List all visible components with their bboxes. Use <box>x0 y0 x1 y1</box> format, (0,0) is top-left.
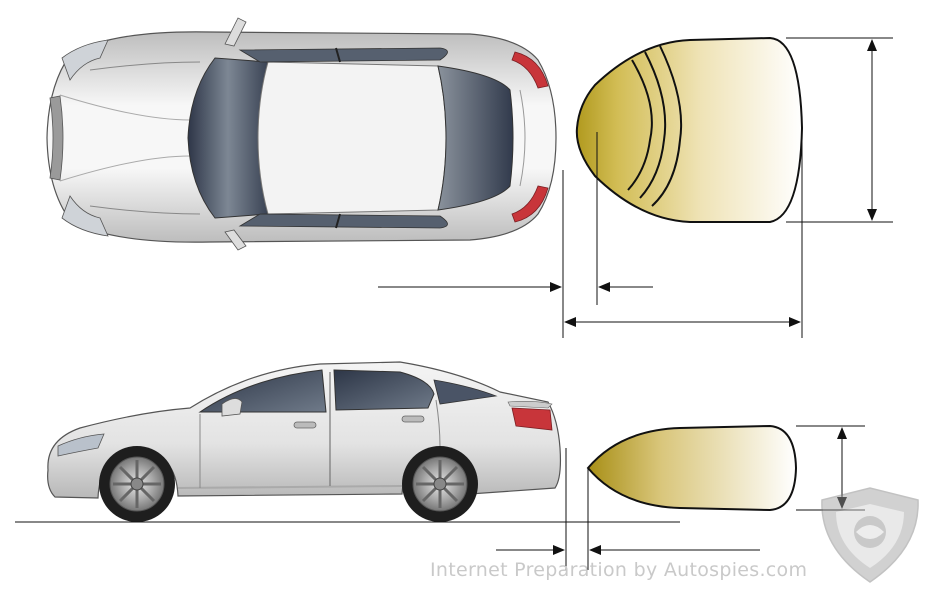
top-dimensions <box>378 37 893 338</box>
car-top-view <box>46 17 557 251</box>
car-side-view <box>47 361 562 522</box>
beam-contour-1 <box>627 59 653 191</box>
tail-light-bottom <box>511 185 549 223</box>
beam-contour-3 <box>651 45 683 207</box>
door-handle-rear <box>401 415 425 423</box>
mirror-right <box>224 229 247 251</box>
side-beam-shape <box>586 424 798 512</box>
door-handle-front <box>293 421 317 429</box>
rear-window <box>437 65 514 211</box>
side-headlight <box>57 433 105 457</box>
side-tail-light <box>511 407 553 431</box>
side-beam-pattern <box>586 424 798 512</box>
top-beam-pattern <box>575 36 804 223</box>
side-dimensions <box>15 425 865 570</box>
front-wheel <box>99 446 175 522</box>
front-grille <box>49 95 64 181</box>
rear-wheel <box>402 446 478 522</box>
side-mirror <box>221 398 243 417</box>
tail-light-top <box>511 51 549 89</box>
beam-contour-2 <box>639 51 667 199</box>
mirror-left <box>224 17 247 47</box>
windshield <box>187 57 269 219</box>
watermark-text: Internet Preparation by Autospies.com <box>430 559 808 581</box>
top-beam-shape <box>575 36 804 223</box>
side-window-rear <box>333 369 435 411</box>
autospies-shield-logo <box>821 487 919 583</box>
roof <box>257 61 447 215</box>
